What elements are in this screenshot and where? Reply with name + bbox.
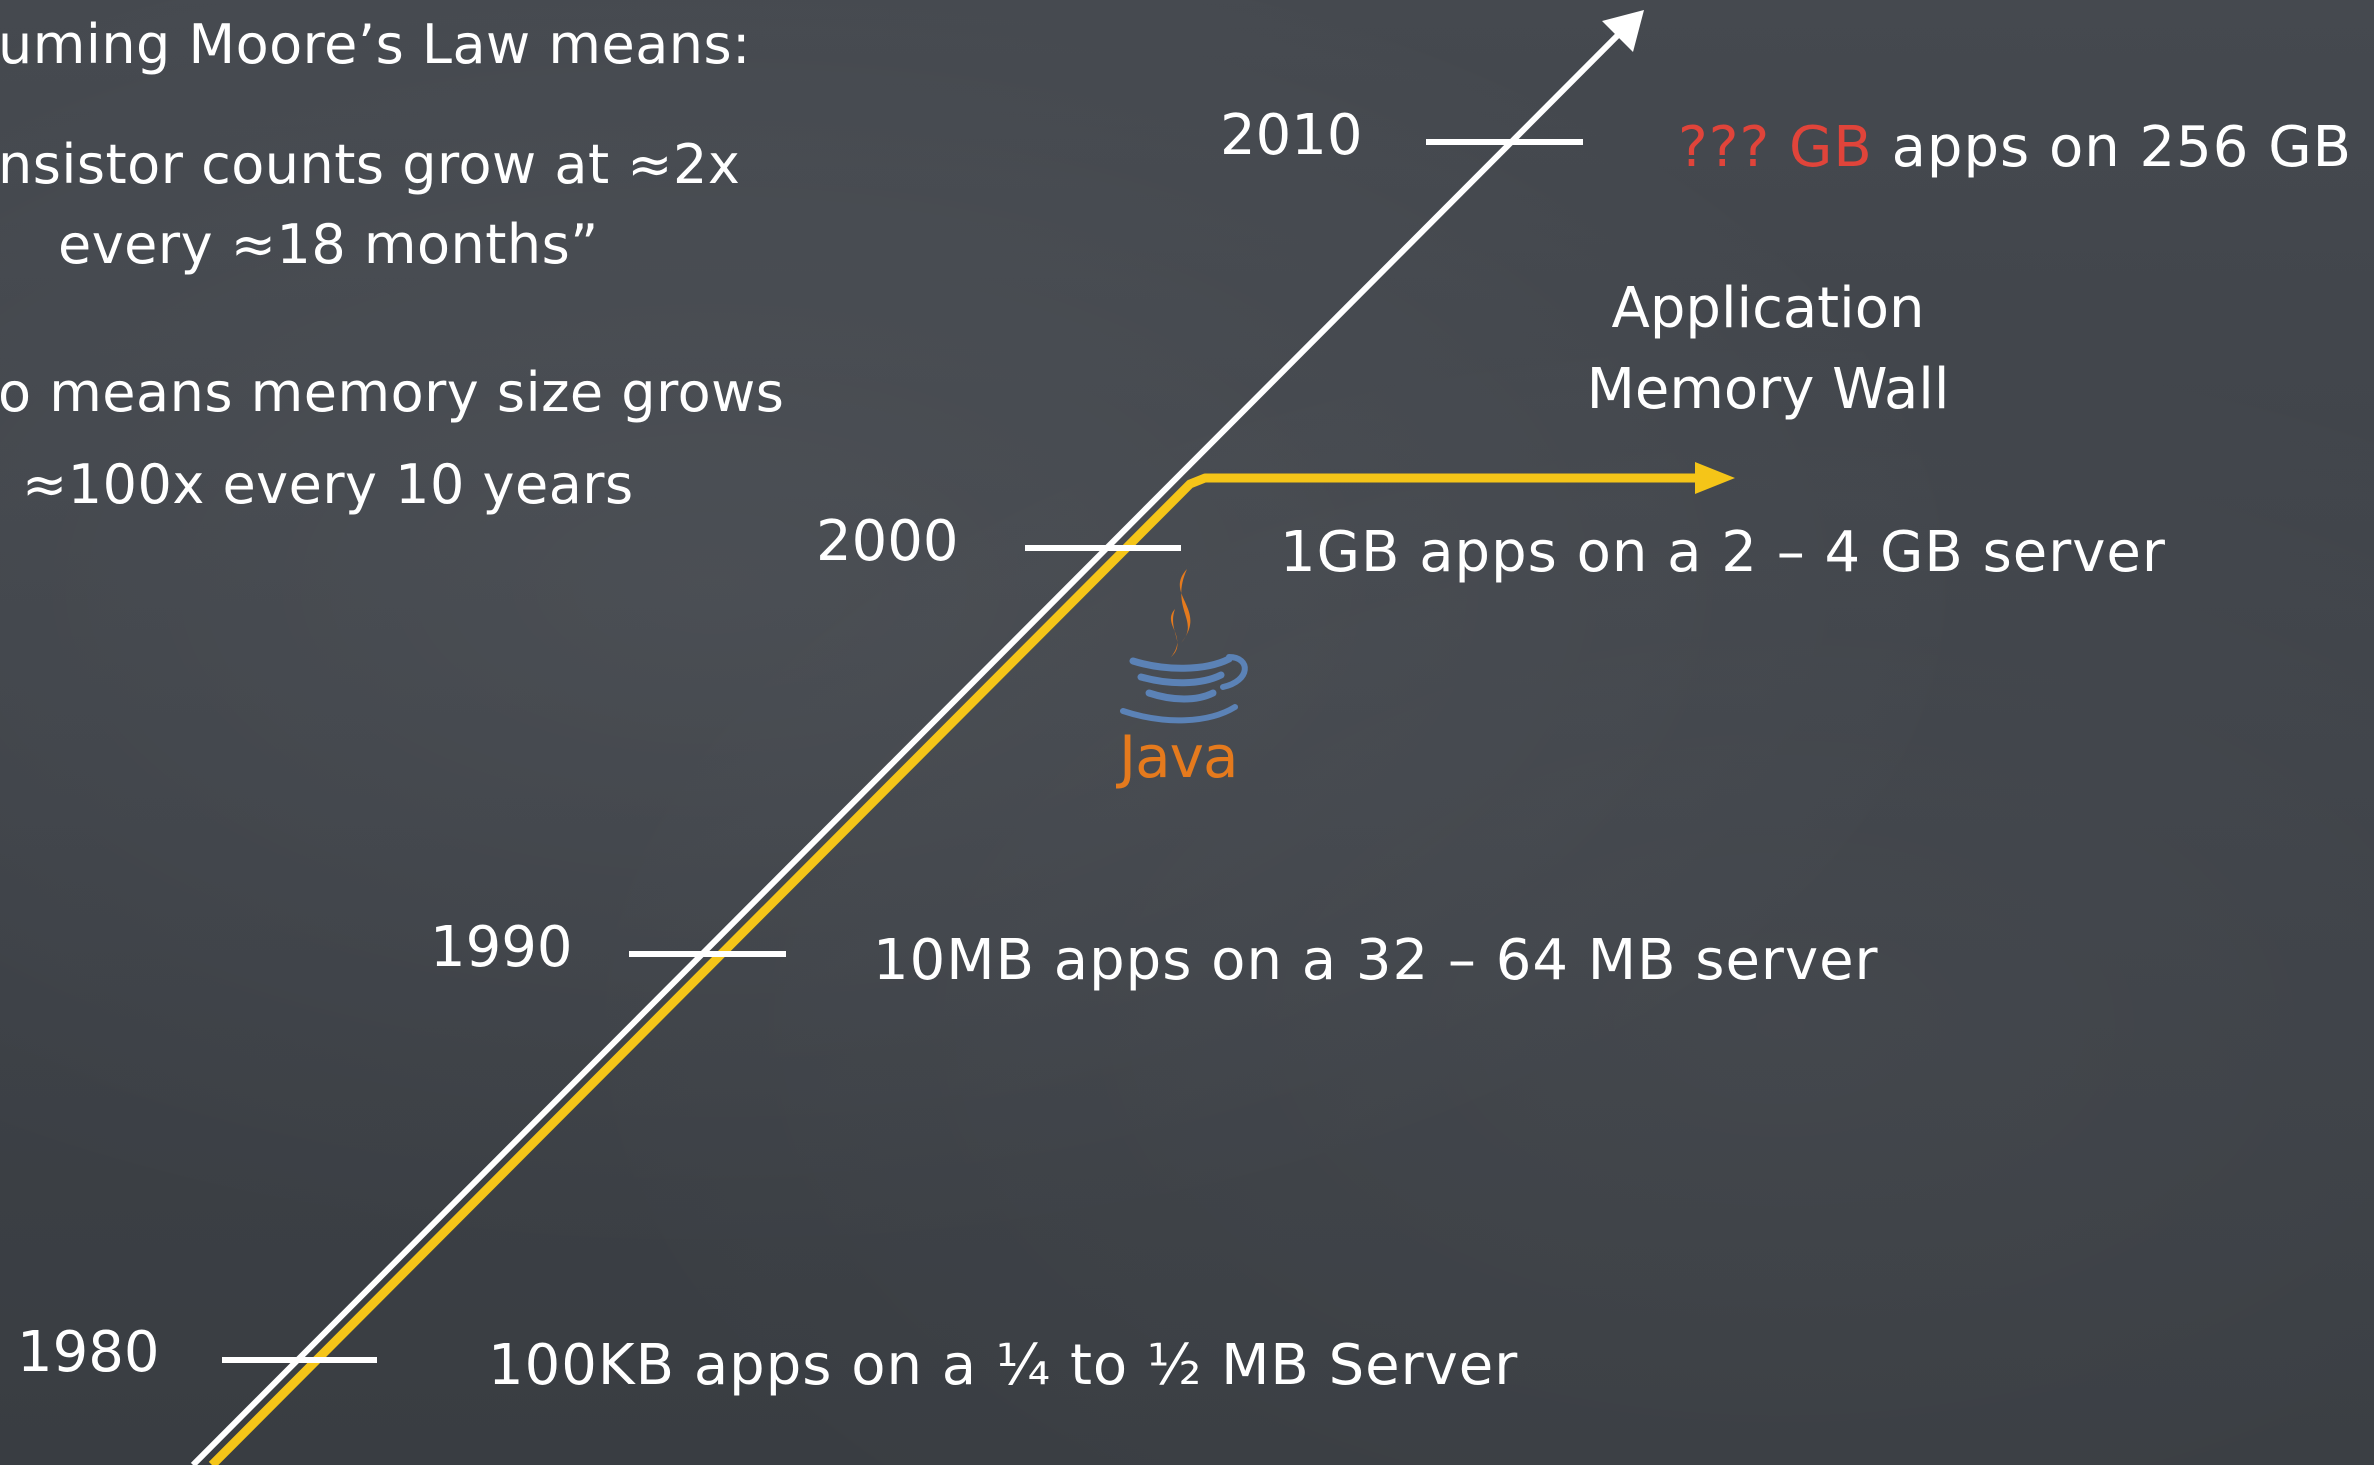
label-2010-rest: apps on 256 GB <box>1872 115 2353 180</box>
memory-wall-line-1: Application <box>1611 276 1925 341</box>
memory-wall-line-2: Memory Wall <box>1586 357 1950 423</box>
year-2000: 2000 <box>816 509 959 574</box>
intro-line-5: ≈100x every 10 years <box>22 453 634 516</box>
year-1980: 1980 <box>17 1320 160 1385</box>
year-2010: 2010 <box>1220 103 1363 168</box>
intro-line-4: o means memory size grows <box>0 361 785 424</box>
memory-wall-caption: Application Memory Wall <box>1518 268 2018 430</box>
java-heap-line <box>208 473 1700 1465</box>
intro-line-3: every ≈18 months” <box>58 213 599 276</box>
intro-line-1: uming Moore’s Law means: <box>0 13 751 76</box>
label-2010: ??? GB apps on 256 GB <box>1678 120 2352 176</box>
arrow-head-icon <box>1602 10 1644 52</box>
java-coffee-cup-icon: Java <box>1105 565 1255 795</box>
label-2010-highlight: ??? GB <box>1678 115 1873 180</box>
java-logo-text: Java <box>1119 723 1239 791</box>
java-cup-graphic <box>1120 569 1248 724</box>
label-1980: 100KB apps on a ¼ to ½ MB Server <box>488 1333 1519 1398</box>
label-1990: 10MB apps on a 32 – 64 MB server <box>873 928 1879 993</box>
label-2000: 1GB apps on a 2 – 4 GB server <box>1280 520 2166 585</box>
java-heap-arrow-head <box>1695 462 1735 494</box>
intro-line-2: nsistor counts grow at ≈2x <box>0 133 741 196</box>
year-1990: 1990 <box>430 915 573 980</box>
moores-law-line <box>190 25 1628 1465</box>
